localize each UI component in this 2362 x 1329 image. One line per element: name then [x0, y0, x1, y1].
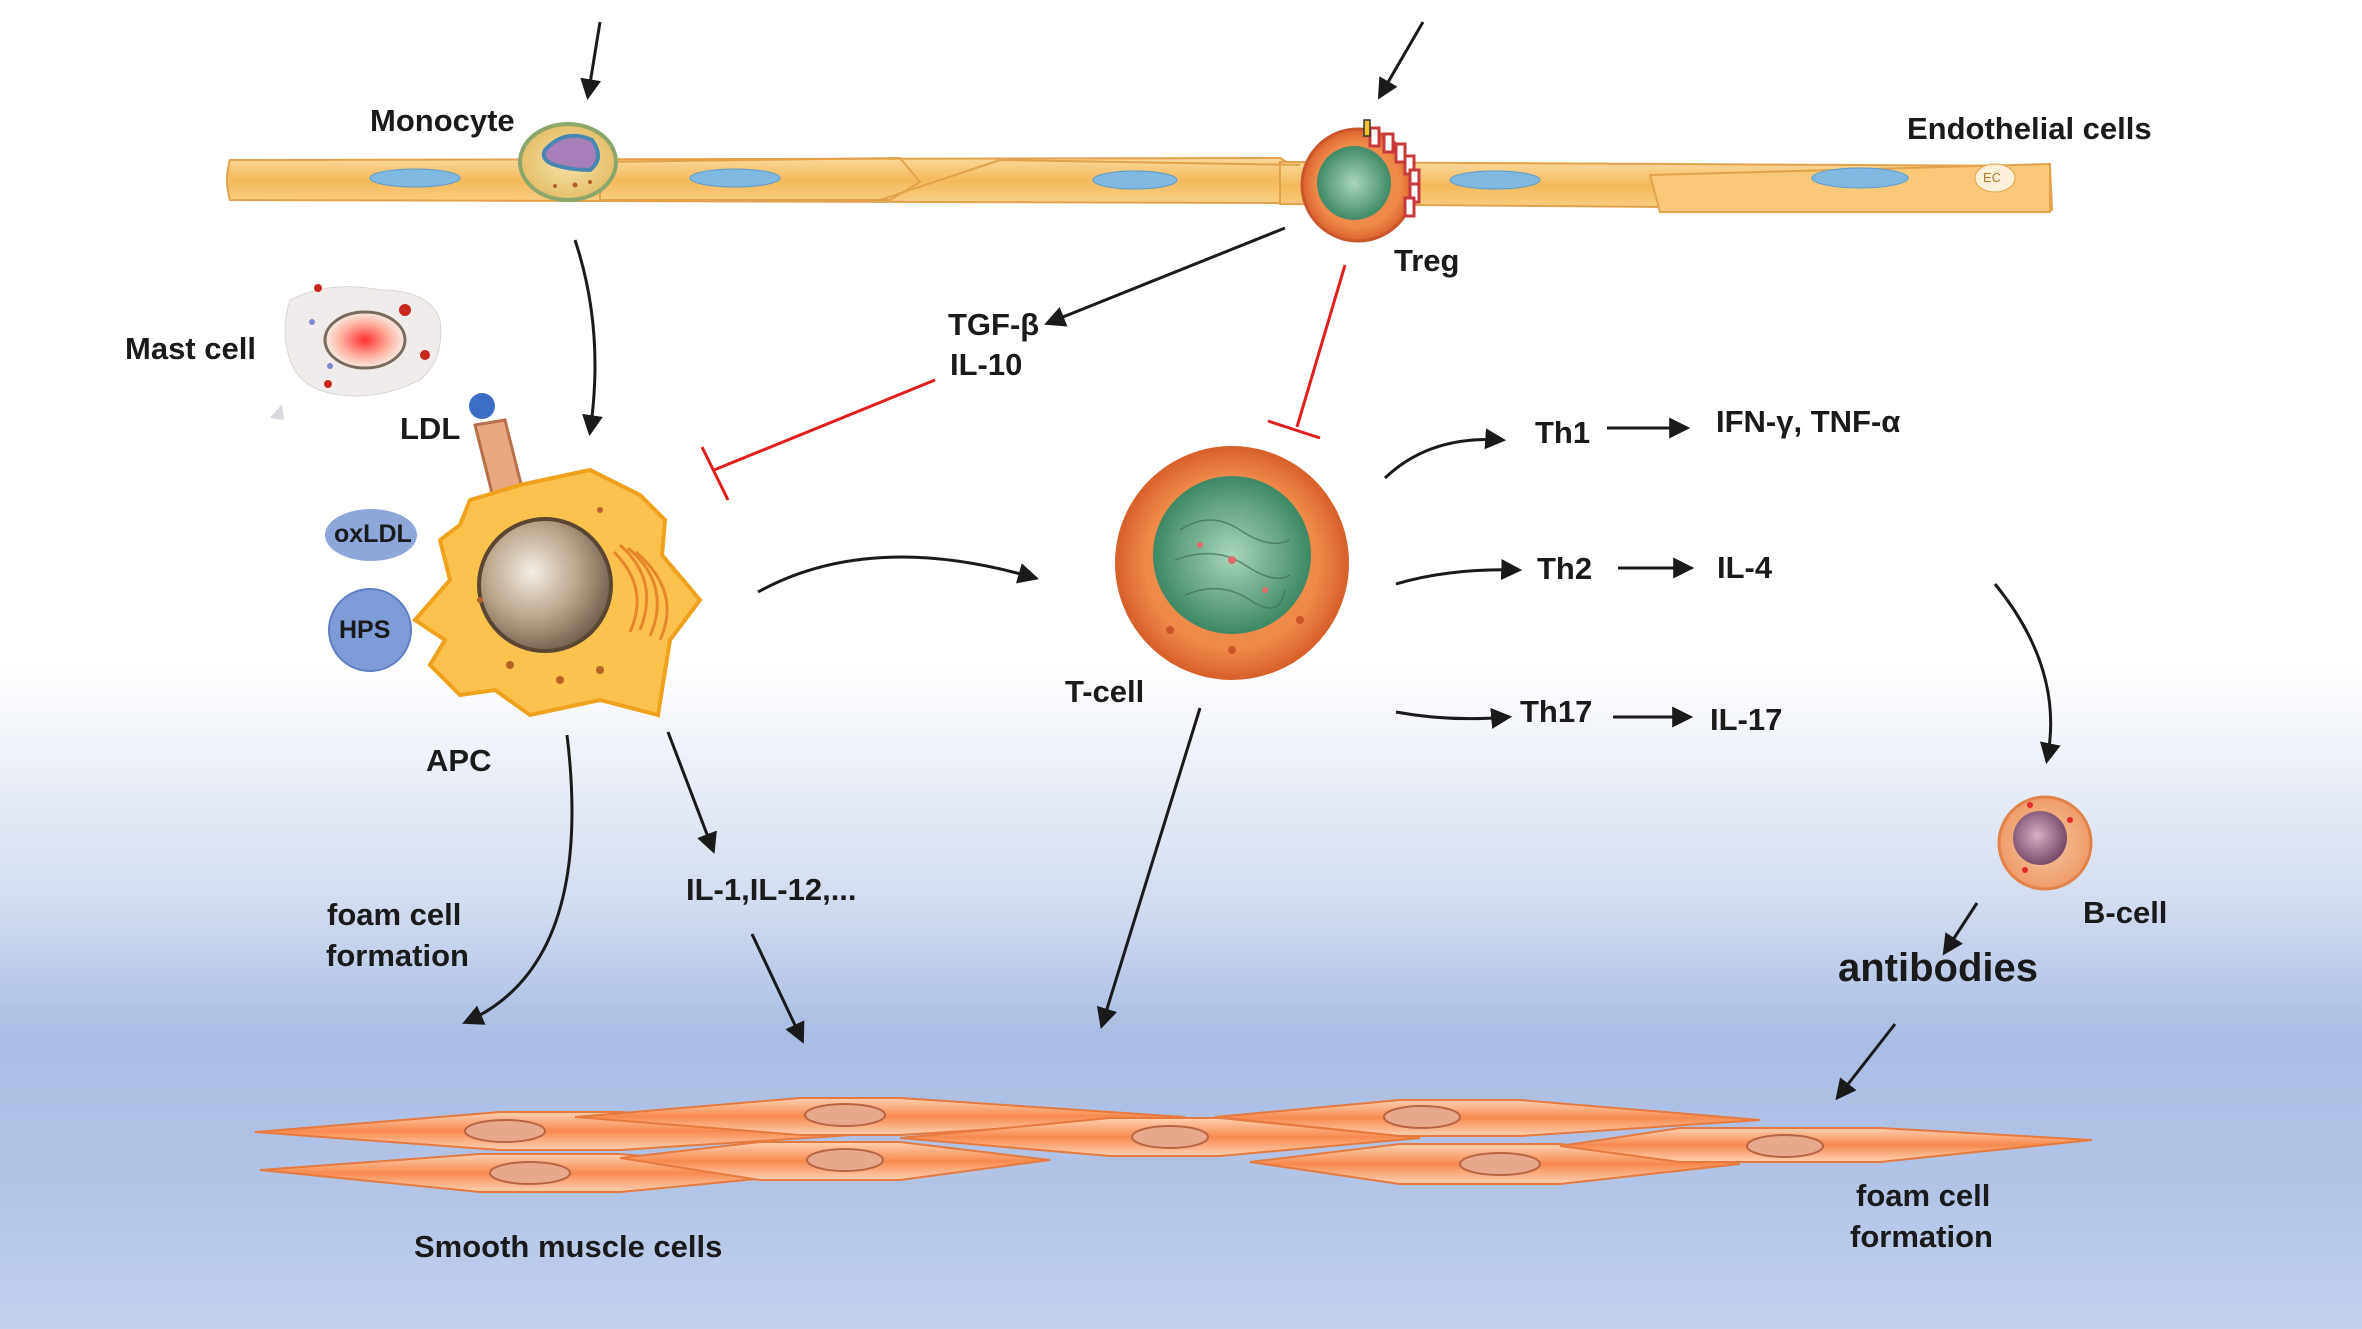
label-oxldl: oxLDL	[334, 520, 412, 548]
label-treg: Treg	[1394, 243, 1460, 278]
label-foam-cell-right-1: foam cell	[1856, 1178, 1991, 1213]
arrow-il4-to-bcell	[1993, 583, 2061, 765]
label-il-list: IL-1,IL-12,...	[686, 872, 857, 907]
arrow-apc-to-foam	[462, 734, 574, 1025]
label-monocyte: Monocyte	[370, 103, 515, 138]
arrow-monocyte-to-apc	[573, 239, 603, 437]
label-b-cell: B-cell	[2083, 895, 2168, 930]
ldl-receptor	[469, 393, 527, 507]
arrow-apc-to-il	[666, 731, 717, 854]
arrow-apc-to-tcell	[757, 555, 1040, 594]
label-il-17: IL-17	[1710, 702, 1783, 737]
apc-cell	[411, 467, 703, 718]
inhibit-tcell	[1295, 264, 1347, 428]
label-foam-cell-right-2: formation	[1850, 1219, 1993, 1254]
endothelial-layer	[226, 156, 2054, 213]
label-ec: EC	[1983, 170, 2002, 185]
label-foam-cell-left-2: formation	[326, 938, 469, 973]
label-hps: HPS	[339, 616, 391, 644]
label-antibodies: antibodies	[1838, 946, 2039, 990]
mast-cell	[270, 284, 442, 420]
arrow-to-treg	[1377, 21, 1425, 100]
inhibit-apc	[713, 378, 936, 472]
label-th2: Th2	[1537, 551, 1593, 586]
label-foam-cell-left-1: foam cell	[327, 897, 462, 932]
inhibit-tcell-bar	[1267, 419, 1321, 440]
arrow-bcell-to-antibodies	[1942, 902, 1979, 956]
label-th1: Th1	[1535, 415, 1591, 450]
arrow-to-monocyte	[580, 21, 602, 101]
b-cell	[1997, 795, 2093, 891]
label-il-10: IL-10	[950, 347, 1023, 382]
label-il-4: IL-4	[1717, 550, 1773, 585]
label-th1-cytokines: IFN-γ, TNF-α	[1716, 404, 1901, 439]
arrow-to-th1	[1383, 428, 1507, 480]
arrow-to-th2	[1395, 559, 1523, 586]
t-cell	[1115, 446, 1349, 680]
label-ldl: LDL	[400, 411, 461, 446]
label-th17: Th17	[1520, 694, 1593, 729]
arrow-to-th17	[1395, 707, 1513, 729]
label-mast-cell: Mast cell	[125, 331, 256, 366]
label-t-cell: T-cell	[1065, 674, 1145, 709]
arrow-il-to-smc	[750, 933, 805, 1044]
inhibitory-arrows	[700, 264, 1347, 501]
arrow-treg-to-tgf	[1044, 226, 1286, 327]
monocyte-cell	[518, 122, 618, 202]
smooth-muscle-layer	[254, 1097, 2093, 1193]
label-tgf-beta: TGF-β	[948, 307, 1040, 342]
hps-shape	[328, 588, 412, 672]
stimulatory-arrows	[462, 21, 2061, 1101]
oxldl-shape	[325, 509, 417, 561]
treg-cell	[1300, 119, 1421, 243]
arrow-antibodies-to-smc	[1835, 1023, 1897, 1101]
arrow-tcell-to-smc	[1096, 707, 1202, 1030]
inhibit-apc-bar	[700, 446, 730, 501]
label-smooth-muscle-cells: Smooth muscle cells	[414, 1229, 723, 1264]
label-endothelial-cells: Endothelial cells	[1907, 111, 2152, 146]
label-apc: APC	[426, 743, 492, 778]
